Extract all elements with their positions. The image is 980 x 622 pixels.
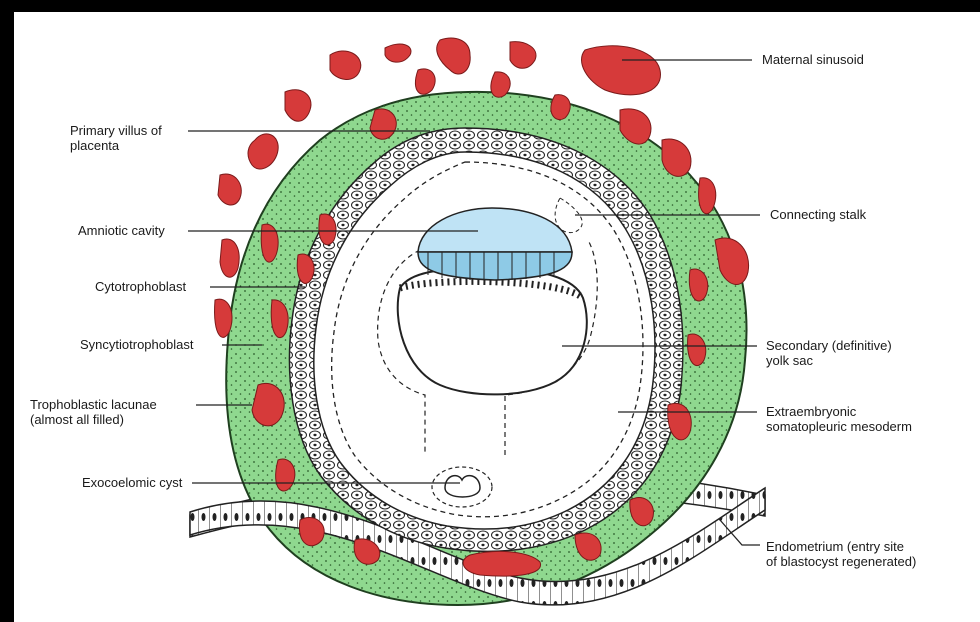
label-maternal-sinusoid: Maternal sinusoid: [762, 52, 864, 67]
label-primary-villus: Primary villus of placenta: [70, 123, 162, 153]
label-cytotrophoblast: Cytotrophoblast: [95, 279, 186, 294]
exocoelomic-cyst: [432, 467, 492, 507]
label-trophoblastic-lacunae: Trophoblastic lacunae (almost all filled…: [30, 397, 157, 427]
label-amniotic-cavity: Amniotic cavity: [78, 223, 165, 238]
label-syncytiotrophoblast: Syncytiotrophoblast: [80, 337, 193, 352]
label-connecting-stalk: Connecting stalk: [770, 207, 866, 222]
label-endometrium: Endometrium (entry site of blastocyst re…: [766, 539, 916, 569]
label-exocoelomic-cyst: Exocoelomic cyst: [82, 475, 182, 490]
label-secondary-yolk-sac: Secondary (definitive) yolk sac: [766, 338, 892, 368]
secondary-yolk-sac: [398, 268, 587, 394]
label-extraembryonic-mesoderm: Extraembryonic somatopleuric mesoderm: [766, 404, 912, 434]
